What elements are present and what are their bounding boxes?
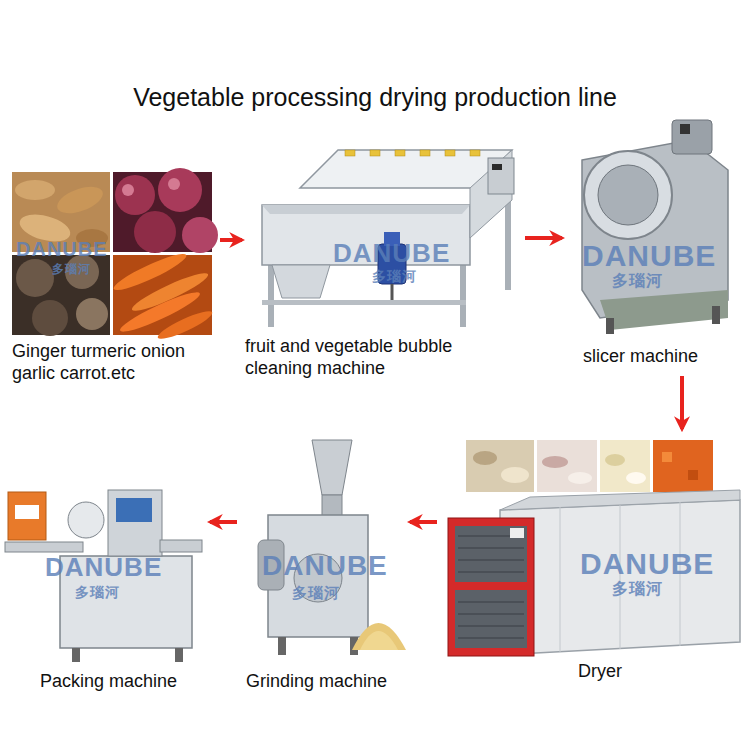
process-stage: fruit and vegetable bubble cleaning mach… — [245, 115, 522, 383]
produce-photos — [12, 168, 218, 343]
diagram-title: Vegetable processing drying production l… — [0, 82, 750, 112]
stage-caption: slicer machine — [583, 345, 742, 367]
watermark: DANUBE — [262, 550, 388, 582]
flow-arrow — [210, 520, 237, 524]
watermark: 多瑙河 — [292, 584, 340, 601]
dryer-chamber — [448, 490, 740, 656]
watermark: DANUBE — [333, 238, 450, 268]
stage-caption: Packing machine — [40, 670, 205, 692]
process-stage: Packing machine — [5, 440, 207, 696]
watermark: 多瑙河 — [612, 580, 663, 598]
watermark: DANUBE — [582, 238, 716, 273]
stage-caption: Dryer — [578, 660, 742, 682]
flow-arrow — [220, 238, 242, 242]
process-stage: Grinding machine — [240, 440, 407, 696]
grinding-machine — [258, 440, 406, 655]
bubble-cleaning-machine — [262, 150, 514, 327]
dried-vegetable-photos — [466, 440, 713, 492]
process-stage: Dryer — [440, 432, 744, 690]
flow-arrow — [680, 376, 684, 429]
watermark: 多瑙河 — [75, 584, 120, 600]
watermark: 多瑙河 — [612, 272, 663, 290]
watermark: DANUBE — [45, 552, 162, 582]
process-stage: Ginger turmeric onion garlic carrot.etc — [10, 165, 217, 388]
flow-arrow — [410, 520, 437, 524]
process-stage: slicer machine — [565, 115, 744, 373]
stage-caption: fruit and vegetable bubble cleaning mach… — [245, 335, 520, 379]
stage-caption: Ginger turmeric onion garlic carrot.etc — [12, 340, 215, 384]
slicer-machine — [582, 120, 728, 334]
packing-machine — [5, 490, 202, 662]
watermark: DANUBE — [580, 546, 714, 581]
watermark: DANUBE — [16, 238, 108, 261]
watermark: 多瑙河 — [52, 262, 91, 276]
watermark: 多瑙河 — [372, 268, 417, 284]
stage-caption: Grinding machine — [246, 670, 405, 692]
flow-arrow — [525, 236, 562, 240]
